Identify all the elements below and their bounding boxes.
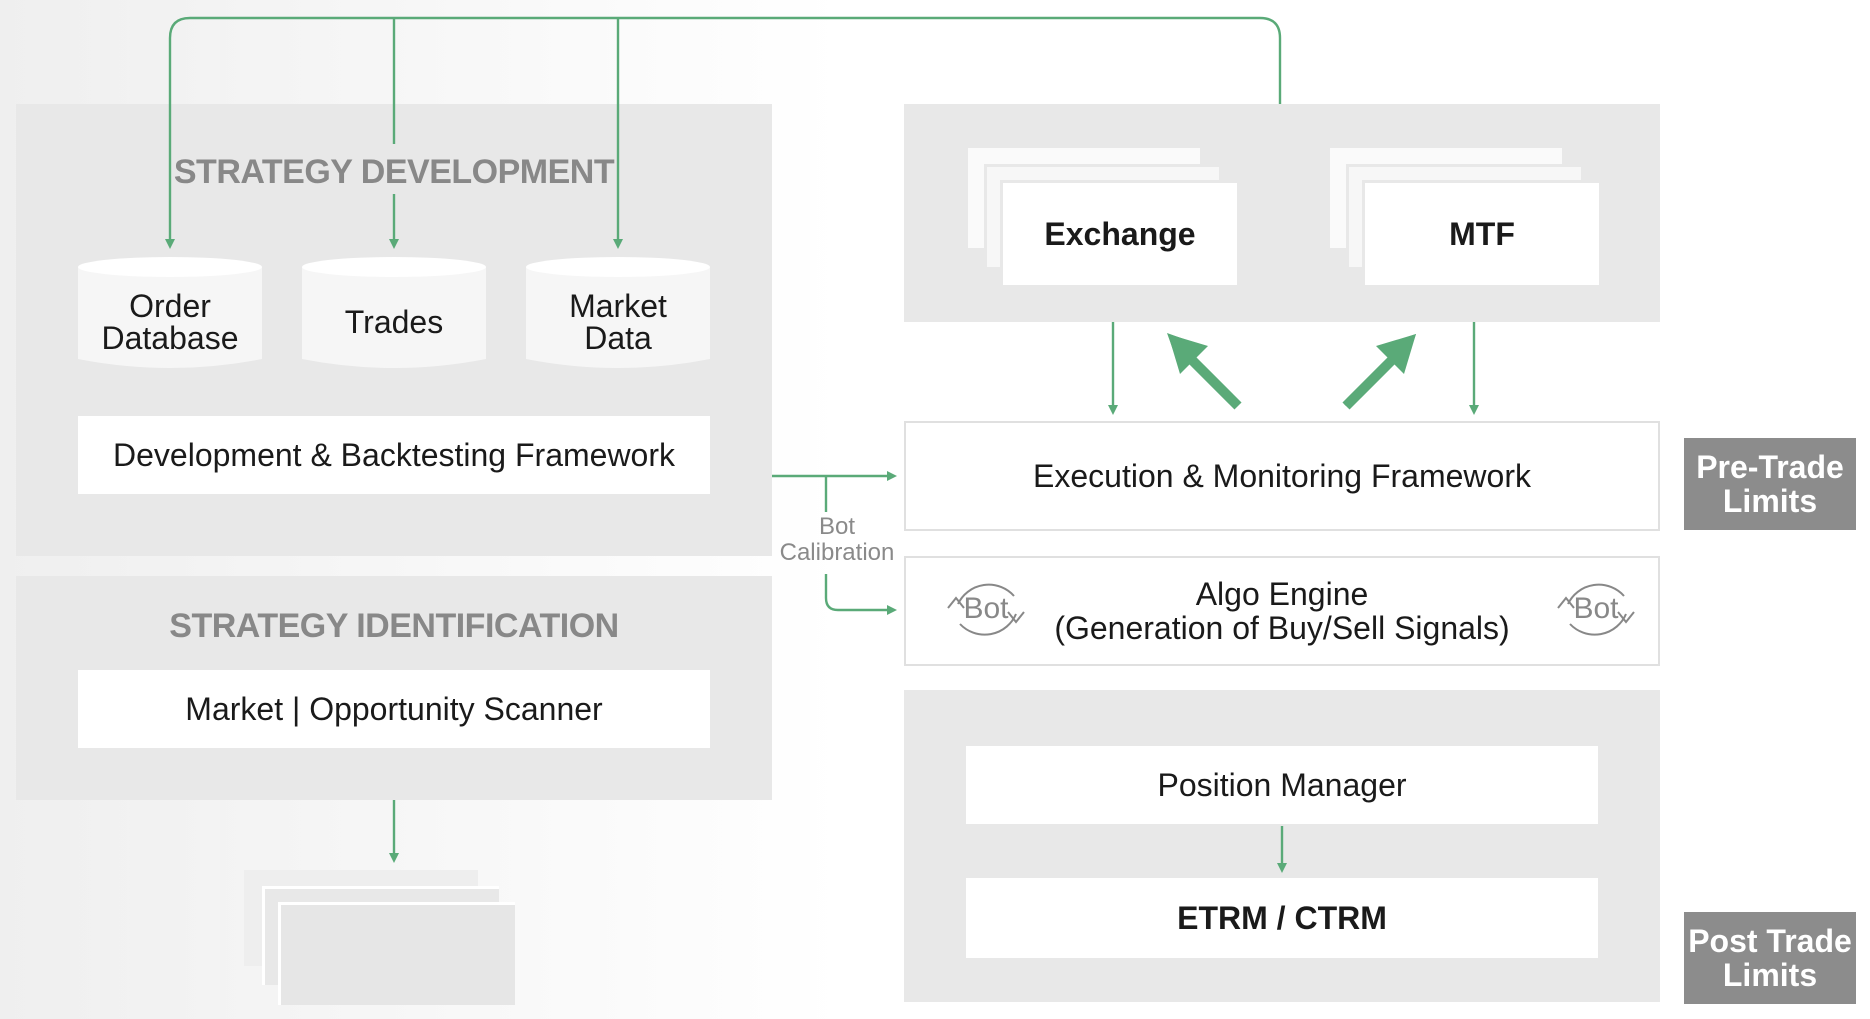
- pre-trade-limits-line1: Pre-Trade: [1696, 449, 1844, 485]
- order-database-label-2: Database: [101, 320, 239, 356]
- pre-trade-limits-badge: Pre-Trade Limits: [1684, 438, 1856, 530]
- post-trade-limits-badge: Post Trade Limits: [1684, 912, 1856, 1004]
- exchange-arrowhead: [1168, 334, 1208, 374]
- strategy-identification-title: STRATEGY IDENTIFICATION: [169, 606, 619, 645]
- post-trade-limits-line1: Post Trade: [1688, 923, 1852, 959]
- bot-calibration-label: Bot Calibration: [772, 514, 902, 566]
- market-opportunity-scanner: Market | Opportunity Scanner: [78, 670, 710, 748]
- market-data-label-2: Data: [584, 320, 652, 356]
- bot-left-label: Bot: [963, 592, 1009, 625]
- market-data-label-1: Market: [569, 288, 667, 324]
- development-backtesting-framework: Development & Backtesting Framework: [78, 416, 710, 494]
- cylinder-shape: [302, 257, 486, 368]
- execution-to-exchange-shaft: [1186, 354, 1242, 410]
- execution-monitoring-framework: Execution & Monitoring Framework: [904, 421, 1660, 531]
- cylinder-shape: [526, 257, 710, 368]
- cylinder-shape: [78, 257, 262, 368]
- feedback-loop-line: [165, 16, 1282, 249]
- bot-left-icon: Bot: [936, 570, 1036, 650]
- calibration-branch-bottom: [824, 574, 897, 615]
- trades-cylinder: Trades: [302, 255, 486, 373]
- pre-trade-limits-line2: Limits: [1722, 483, 1818, 519]
- algo-engine-box: Algo Engine (Generation of Buy/Sell Sign…: [904, 556, 1660, 666]
- bot-calibration-line1: Bot: [818, 513, 856, 540]
- etrm-ctrm: ETRM / CTRM: [966, 878, 1598, 958]
- bot-right-icon: Bot: [1546, 570, 1646, 650]
- refresh-cycle-icon: [1557, 583, 1635, 636]
- bot-right-label: Bot: [1573, 592, 1619, 625]
- refresh-cycle-icon: [947, 583, 1025, 636]
- order-database-cylinder: Order Database: [78, 255, 262, 373]
- output-document-stack-front: [278, 902, 515, 1005]
- order-database-label-1: Order: [129, 288, 211, 324]
- algo-engine-subtitle: (Generation of Buy/Sell Signals): [1054, 610, 1510, 646]
- post-trade-limits-line2: Limits: [1722, 957, 1818, 993]
- algo-engine-title: Algo Engine: [1195, 576, 1369, 612]
- trades-label: Trades: [344, 304, 444, 340]
- execution-to-mtf-shaft: [1342, 354, 1398, 410]
- mtf-box: MTF: [1362, 180, 1599, 285]
- position-manager: Position Manager: [966, 746, 1598, 824]
- mtf-arrowhead: [1376, 334, 1416, 374]
- exchange-box: Exchange: [1000, 180, 1237, 285]
- strategy-development-title: STRATEGY DEVELOPMENT: [173, 152, 615, 191]
- bot-calibration-line2: Calibration: [779, 539, 895, 566]
- market-data-cylinder: Market Data: [526, 255, 710, 373]
